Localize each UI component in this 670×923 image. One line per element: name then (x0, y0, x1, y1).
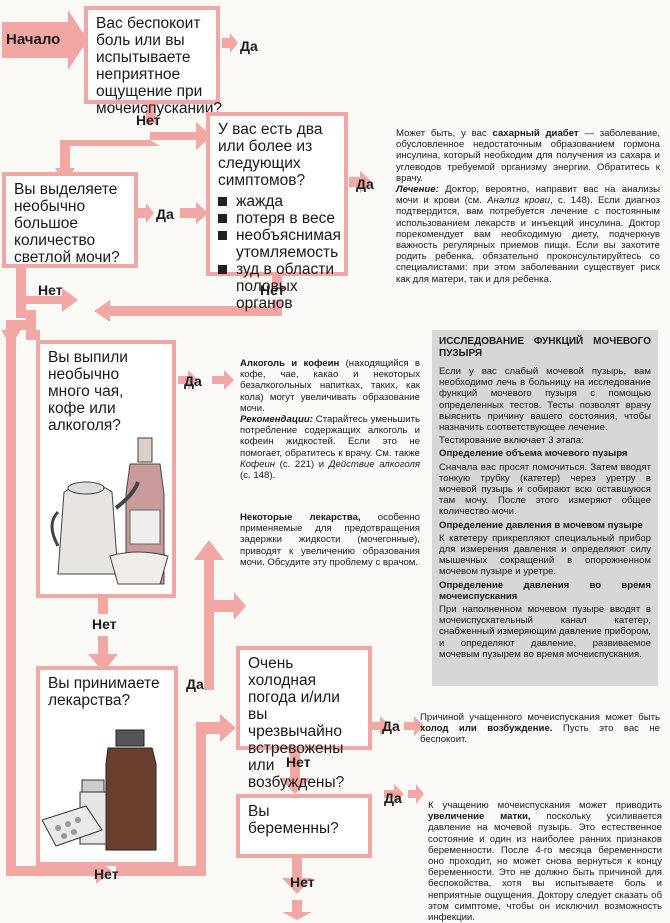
q2-no-label: Нет (260, 282, 285, 298)
arrow-q5-no (140, 714, 236, 876)
symptom-item: зуд в области половых органов (218, 261, 336, 312)
pills-illustration (42, 729, 157, 851)
arrow-q6-no (280, 748, 310, 794)
arrow-q1-no (60, 140, 160, 170)
symptom-list: жажда потеря в весе необъяснимая утомляе… (218, 193, 341, 312)
panel-stage1-text: Сначала вас просят помочиться. Затем вво… (439, 461, 651, 518)
question-drinks: Вы выпили необычно много чая, кофе или а… (48, 349, 128, 434)
alcohol-answer: Алкоголь и кофеин (находящийся в кофе, ч… (240, 358, 420, 482)
start-arrow (2, 10, 88, 70)
arrow-q5-yes (194, 540, 224, 690)
arrow-q7-no (282, 858, 312, 894)
pregnancy-answer: К учащению мочеиспускания может приводит… (428, 800, 662, 923)
start-label: Начало (6, 31, 61, 48)
medicine-answer: Некоторые лекарства, особенно применяемы… (240, 512, 420, 568)
panel-stage2-title: Определение давления в мочевом пузыре (439, 519, 643, 531)
q4-no-label: Нет (92, 616, 117, 632)
question-pregnant: Вы беременны? (248, 803, 339, 837)
q6-no-label: Нет (286, 754, 311, 770)
q1-yes-label: Да (240, 38, 258, 54)
q7-yes-label: Да (384, 790, 402, 806)
q2-yes-label: Да (356, 176, 374, 192)
panel-stage2-text: К катетеру прикрепляют специальный прибо… (439, 532, 651, 578)
arrow-bottom-left (6, 790, 96, 876)
arrow-q4-yes (178, 370, 198, 390)
q3-no-label: Нет (38, 282, 63, 298)
arrow-q6-yes (372, 716, 390, 736)
q5-yes-label: Да (186, 676, 204, 692)
q7-no-label: Нет (290, 874, 315, 890)
question-cold: Очень холодная погода и/или вы чрезвычай… (248, 655, 345, 791)
question-urine: Вы выделяете необычно большое количество… (14, 181, 120, 266)
q4-yes-label: Да (184, 373, 202, 389)
symptom-item: жажда (218, 193, 336, 210)
q6-yes-label: Да (382, 718, 400, 734)
question-pain-box: Вас беспокоит боль или вы испытываете не… (84, 6, 222, 117)
arrow-q3-yes (138, 203, 154, 223)
cold-answer: Причиной учащенного мочеиспускания может… (420, 712, 661, 746)
panel-stage3-text: При наполненном мочевом пузыре вводят в … (439, 604, 651, 660)
symptom-item: необъяснимая утомляемость (218, 227, 341, 261)
q1-no-label: Нет (136, 112, 161, 128)
question-medicine: Вы принимаете лекарства? (48, 675, 160, 709)
panel-stage3-title: Определение давления во время мочеиспуск… (439, 579, 651, 602)
question-medicine-box: Вы принимаете лекарства? (36, 666, 178, 866)
left-rail (6, 310, 36, 790)
panel-stages: Тестирование включает 3 этапа: (439, 435, 584, 447)
question-pregnant-box: Вы беременны? (236, 794, 372, 858)
diabetes-answer: Может быть, у вас сахарный диабет — забо… (396, 128, 661, 285)
arrow-to-q4 (26, 288, 78, 312)
question-symptoms-box: У вас есть два или более из следующих си… (206, 112, 348, 312)
panel-intro: Если у вас слабый мочевой пузырь, вам не… (439, 366, 651, 434)
arrow-q2-yes (349, 171, 372, 193)
question-symptoms: У вас есть два или более из следующих си… (218, 121, 323, 189)
symptom-item: потеря в весе (218, 210, 336, 227)
drinks-illustration (50, 437, 169, 585)
question-urine-box: Вы выделяете необычно большое количество… (2, 172, 138, 268)
arrow-q1-yes (222, 33, 238, 53)
panel-stage1-title: Определение объема мочевого пузыря (439, 448, 628, 460)
arrow-q2-no (110, 300, 282, 316)
arrow-q4-no (88, 636, 118, 672)
question-cold-box: Очень холодная погода и/или вы чрезвычай… (236, 646, 372, 791)
q3-yes-label: Да (156, 206, 174, 222)
q5-no-label: Нет (94, 866, 119, 882)
panel-title: ИССЛЕДОВАНИЕ ФУНКЦИЙ МОЧЕВОГО ПУЗЫРЯ (439, 336, 651, 359)
arrow-q1-to-q2 (150, 122, 212, 150)
bladder-tests-panel: ИССЛЕДОВАНИЕ ФУНКЦИЙ МОЧЕВОГО ПУЗЫРЯ Есл… (432, 330, 658, 686)
question-drinks-box: Вы выпили необычно много чая, кофе или а… (36, 340, 176, 598)
arrow-q7-yes (384, 784, 404, 804)
question-pain: Вас беспокоит боль или вы испытываете не… (96, 15, 222, 117)
